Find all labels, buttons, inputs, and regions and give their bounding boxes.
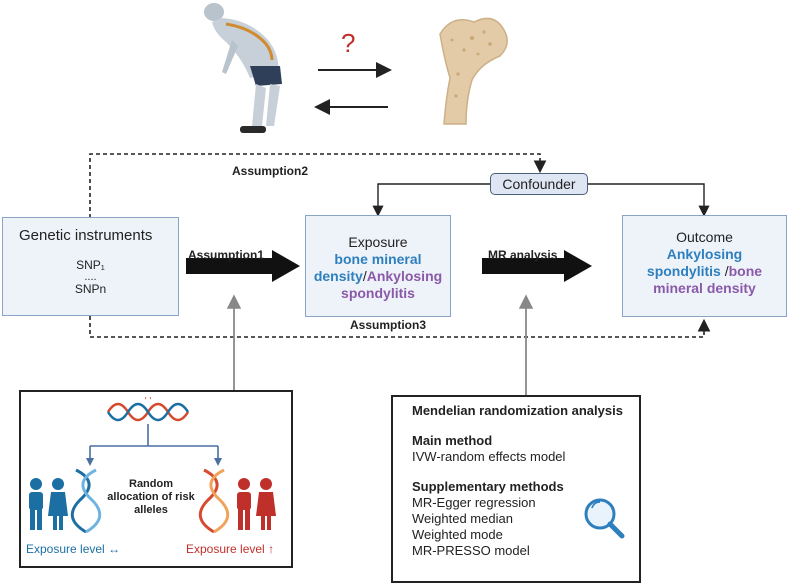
- supp-method-item: Weighted median: [412, 511, 513, 526]
- outcome-slash: /: [720, 263, 729, 279]
- main-method-heading: Main method: [412, 433, 493, 448]
- random-allocation-caption: Random allocation of risk alleles: [107, 478, 195, 516]
- dna-red-icon: [198, 468, 230, 534]
- snp1-label: SNP₁: [76, 258, 105, 272]
- exposure-text: bone mineral density/Ankylosing spondyli…: [306, 251, 450, 302]
- blue-people-icon: [29, 478, 68, 530]
- svg-text:' ': ' ': [145, 396, 152, 407]
- hunched-person-icon: [204, 3, 282, 133]
- assumption1-label: Assumption1: [188, 248, 265, 262]
- supp-methods-heading: Supplementary methods: [412, 479, 564, 494]
- exposure-box: Exposure bone mineral density/Ankylosing…: [305, 215, 451, 317]
- exposure-level-left-label: Exposure level: [26, 542, 105, 556]
- confounder-box: Confounder: [490, 173, 588, 195]
- genetic-title: Genetic instruments: [19, 227, 153, 244]
- left-right-arrow-icon: ↔: [108, 542, 121, 556]
- exposure-slash: /: [362, 268, 367, 284]
- outcome-title: Outcome: [676, 229, 733, 245]
- exposure-level-left: Exposure level ↔: [26, 542, 120, 556]
- assumption1-arrow: [186, 250, 300, 282]
- confounder-to-outcome-line: [588, 183, 710, 217]
- exposure-part1: bone mineral density: [313, 251, 422, 284]
- random-allocation-panel: [19, 390, 293, 568]
- assumption2-dashed-line: [89, 153, 547, 218]
- methods-panel: Mendelian randomization analysis Main me…: [391, 395, 641, 583]
- genetic-instruments-box: Genetic instruments SNP₁ .... SNPn: [2, 217, 179, 316]
- exposure-part2: Ankylosing spondylitis: [341, 268, 443, 301]
- supp-method-item: Weighted mode: [412, 527, 503, 542]
- main-method-item: IVW-random effects model: [412, 449, 566, 464]
- snpn-label: SNPn: [74, 282, 107, 296]
- outcome-part2: bone mineral density: [653, 263, 763, 296]
- outcome-text: Ankylosing spondylitis /bone mineral den…: [623, 246, 786, 297]
- red-people-icon: [237, 478, 276, 530]
- mr-analysis-arrow: [482, 250, 592, 282]
- question-mark: ?: [341, 28, 355, 58]
- magnifier-icon: [584, 498, 625, 539]
- snp-dots: ....: [84, 271, 97, 283]
- exposure-level-right: Exposure level ↑: [186, 542, 274, 556]
- outcome-box: Outcome Ankylosing spondylitis /bone min…: [622, 215, 787, 317]
- methods-title: Mendelian randomization analysis: [412, 403, 623, 418]
- exposure-level-right-label: Exposure level: [186, 542, 265, 556]
- exposure-title: Exposure: [348, 234, 408, 250]
- supp-method-item: MR-Egger regression: [412, 495, 536, 510]
- allocation-tree-lines: [89, 424, 219, 462]
- confounder-to-exposure-line: [372, 183, 490, 217]
- assumption3-label: Assumption3: [350, 318, 427, 332]
- outcome-part1: Ankylosing spondylitis: [646, 246, 743, 279]
- confounder-label: Confounder: [502, 176, 576, 192]
- supp-method-item: MR-PRESSO model: [412, 543, 530, 558]
- dna-strand-top-icon: ' ': [106, 396, 190, 422]
- bone-icon: [439, 17, 508, 125]
- assumption3-dashed-line: [89, 316, 711, 338]
- assumption2-label: Assumption2: [232, 164, 309, 178]
- mr-analysis-label: MR analysis: [488, 248, 558, 262]
- dna-blue-icon: [70, 468, 102, 534]
- up-arrow-icon: ↑: [268, 542, 275, 556]
